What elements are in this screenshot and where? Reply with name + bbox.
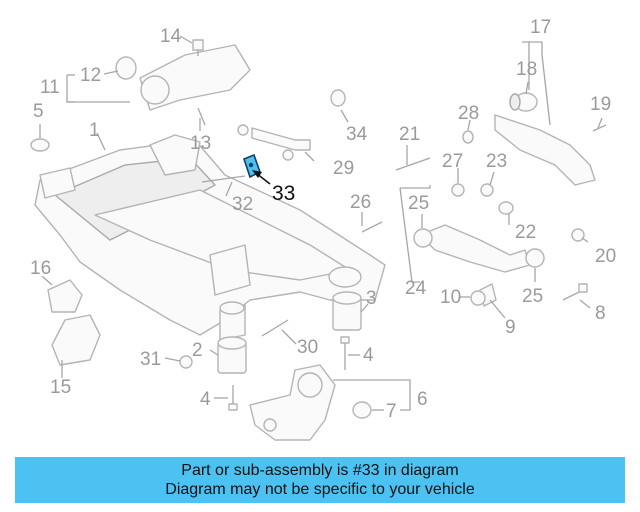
- bushing-part-18: [509, 92, 538, 112]
- bolt-part-8: [562, 283, 588, 301]
- bolt-part-30: [261, 319, 289, 337]
- bolt-part-21: [395, 157, 431, 171]
- callout-19: 19: [590, 94, 611, 115]
- control-arm-part-11: [139, 44, 251, 111]
- callout-16: 16: [30, 258, 51, 279]
- callout-11: 11: [40, 77, 60, 98]
- callout-labels: 1 2 3 4 4 5 6 7 8 9 10 11 12 13 14 15 16…: [30, 17, 616, 422]
- callout-8: 8: [595, 303, 606, 324]
- callout-14: 14: [160, 26, 182, 47]
- callout-21: 21: [399, 124, 420, 145]
- callout-23: 23: [486, 151, 507, 172]
- bolt-part-14: [192, 39, 204, 56]
- mount-part-16: [47, 279, 83, 313]
- knuckle-part-6: [249, 364, 336, 441]
- callout-10: 10: [440, 287, 461, 308]
- mount-part-15: [51, 314, 101, 366]
- bushing-part-12: [115, 56, 137, 80]
- bushing-part-3: [332, 291, 362, 331]
- bolt-part-4: [228, 336, 350, 411]
- callout-4b: 4: [363, 345, 374, 366]
- leader-lines: [39, 35, 603, 411]
- callout-30: 30: [297, 337, 318, 358]
- lateral-link-part-29: [237, 124, 311, 161]
- callout-25b: 25: [522, 286, 543, 307]
- washer-part-27: [451, 183, 465, 197]
- bolt-part-13: [197, 107, 206, 126]
- callout-20: 20: [595, 246, 616, 267]
- bolt-part-32: [201, 175, 246, 183]
- bolt-part-19: [592, 124, 607, 132]
- callout-18: 18: [516, 59, 537, 80]
- callout-3: 3: [366, 288, 377, 309]
- bushing-part-2: [217, 336, 247, 374]
- subframe-part-1: [34, 134, 386, 341]
- callout-31: 31: [140, 349, 161, 370]
- bushing-part-25a: [413, 228, 433, 248]
- callout-24: 24: [405, 278, 427, 299]
- callout-17: 17: [530, 17, 551, 38]
- callout-4a: 4: [200, 389, 211, 410]
- bolt-part-26: [361, 221, 383, 233]
- nut-part-10: [470, 290, 486, 306]
- banner-line-2: Diagram may not be specific to your vehi…: [165, 481, 475, 498]
- callout-6: 6: [417, 389, 428, 410]
- callout-9: 9: [505, 317, 516, 338]
- callout-7: 7: [386, 401, 397, 422]
- callout-12: 12: [80, 65, 101, 86]
- nut-part-31: [179, 355, 193, 369]
- callout-15: 15: [50, 377, 71, 398]
- callout-13: 13: [190, 133, 211, 154]
- bushing-part-25b: [525, 248, 545, 268]
- lower-arm-part-17: [494, 114, 596, 186]
- callout-5: 5: [33, 101, 44, 122]
- nut-part-20: [571, 228, 585, 242]
- arm-part-24: [419, 224, 531, 273]
- info-banner: Part or sub-assembly is #33 in diagram D…: [15, 457, 625, 503]
- callout-33: 33: [272, 182, 295, 205]
- callout-26: 26: [350, 192, 371, 213]
- callout-29: 29: [333, 158, 354, 179]
- callout-27: 27: [442, 151, 463, 172]
- nut-part-34: [330, 89, 346, 107]
- nut-part-23: [480, 183, 494, 197]
- callout-1: 1: [89, 120, 100, 141]
- callout-28: 28: [458, 103, 479, 124]
- washer-part-22: [498, 201, 514, 215]
- callout-25a: 25: [408, 193, 429, 214]
- parts-diagram: 1 2 3 4 4 5 6 7 8 9 10 11 12 13 14 15 16…: [30, 17, 616, 441]
- washer-part-5: [30, 138, 50, 152]
- callout-34: 34: [346, 124, 368, 145]
- nut-part-28: [462, 130, 474, 144]
- banner-line-1: Part or sub-assembly is #33 in diagram: [181, 462, 459, 479]
- bushing-part-7: [352, 401, 372, 419]
- callout-22: 22: [515, 222, 536, 243]
- callout-2: 2: [192, 340, 203, 361]
- callout-32: 32: [232, 194, 253, 215]
